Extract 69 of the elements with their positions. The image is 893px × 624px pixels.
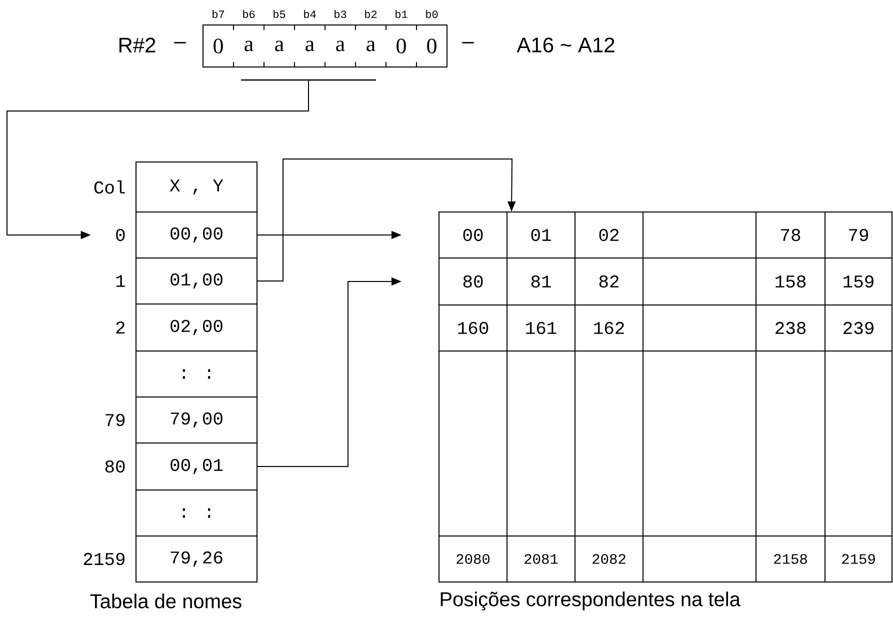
bit-label: b7 — [212, 10, 224, 18]
screen-cell: 161 — [506, 304, 576, 352]
row-index: 79 — [106, 414, 125, 426]
table-cell: : : — [136, 350, 258, 398]
caption: Posições correspondentes na tela — [440, 592, 740, 610]
screen-cell: 239 — [824, 304, 893, 352]
register-name: R#2 — [119, 38, 156, 52]
bit-label: b0 — [426, 10, 438, 18]
arrow — [257, 158, 516, 282]
screen-cell: 01 — [506, 212, 576, 258]
table-cell: 00,00 — [136, 212, 258, 258]
bit-label: b3 — [334, 10, 346, 18]
table-cell: 79,00 — [136, 396, 258, 444]
screen-cell: 160 — [438, 304, 508, 352]
screen-cell: 2159 — [824, 536, 893, 582]
bit-label: b2 — [365, 10, 377, 18]
dash: – — [174, 42, 186, 44]
bit-cell: a — [244, 40, 254, 52]
bit-cell: a — [336, 40, 345, 52]
bit-cell: a — [366, 40, 376, 52]
row-index: 1 — [116, 275, 125, 287]
bit-cell: 0 — [214, 38, 223, 54]
screen-cell: 2158 — [756, 536, 826, 582]
screen-cell: 79 — [824, 212, 893, 258]
screen-cell — [642, 258, 756, 306]
table-cell: 02,00 — [136, 304, 258, 352]
screen-cell: 82 — [574, 258, 644, 306]
screen-cell — [642, 536, 756, 582]
screen-cell — [574, 350, 644, 536]
table-cell: 00,01 — [136, 442, 258, 490]
screen-cell — [506, 350, 576, 536]
screen-cell — [642, 212, 756, 258]
bit-cell: 0 — [427, 38, 436, 54]
table-cell: 79,26 — [136, 536, 258, 582]
screen-cell: 80 — [438, 258, 508, 306]
screen-cell: 2080 — [438, 536, 508, 582]
bit-label: b5 — [274, 10, 286, 18]
row-index: 2 — [116, 321, 125, 334]
dash: – — [462, 42, 474, 44]
bit-cell: a — [306, 40, 314, 52]
row-index: 2159 — [84, 552, 125, 566]
screen-cell: 81 — [506, 258, 576, 306]
screen-cell — [438, 350, 508, 536]
bit-label: b6 — [243, 10, 255, 18]
screen-cell: 238 — [756, 304, 826, 352]
screen-cell: 2082 — [574, 536, 644, 582]
screen-cell — [824, 350, 893, 536]
bit-cell: 0 — [396, 38, 406, 54]
screen-cell: 00 — [438, 212, 508, 258]
bit-cell: a — [275, 40, 284, 52]
table-cell: 01,00 — [136, 258, 258, 304]
screen-cell: 2081 — [506, 536, 576, 582]
caption: Tabela de nomes — [90, 594, 242, 608]
address-range: A16 ~ A12 — [516, 38, 614, 52]
row-index: 0 — [116, 228, 125, 242]
row-index: Col — [94, 180, 125, 194]
bit-label: b4 — [304, 10, 316, 18]
screen-cell — [642, 304, 756, 352]
row-index: 80 — [105, 460, 125, 473]
screen-cell: 02 — [574, 212, 644, 258]
screen-cell: 162 — [574, 304, 644, 352]
table-cell: X , Y — [136, 162, 258, 212]
screen-cell: 158 — [756, 258, 826, 306]
screen-cell — [642, 350, 756, 536]
screen-cell: 159 — [824, 258, 893, 306]
screen-cell — [756, 350, 826, 536]
bit-label: b1 — [396, 10, 408, 18]
screen-cell: 78 — [756, 212, 826, 258]
table-cell: : : — [136, 490, 258, 536]
